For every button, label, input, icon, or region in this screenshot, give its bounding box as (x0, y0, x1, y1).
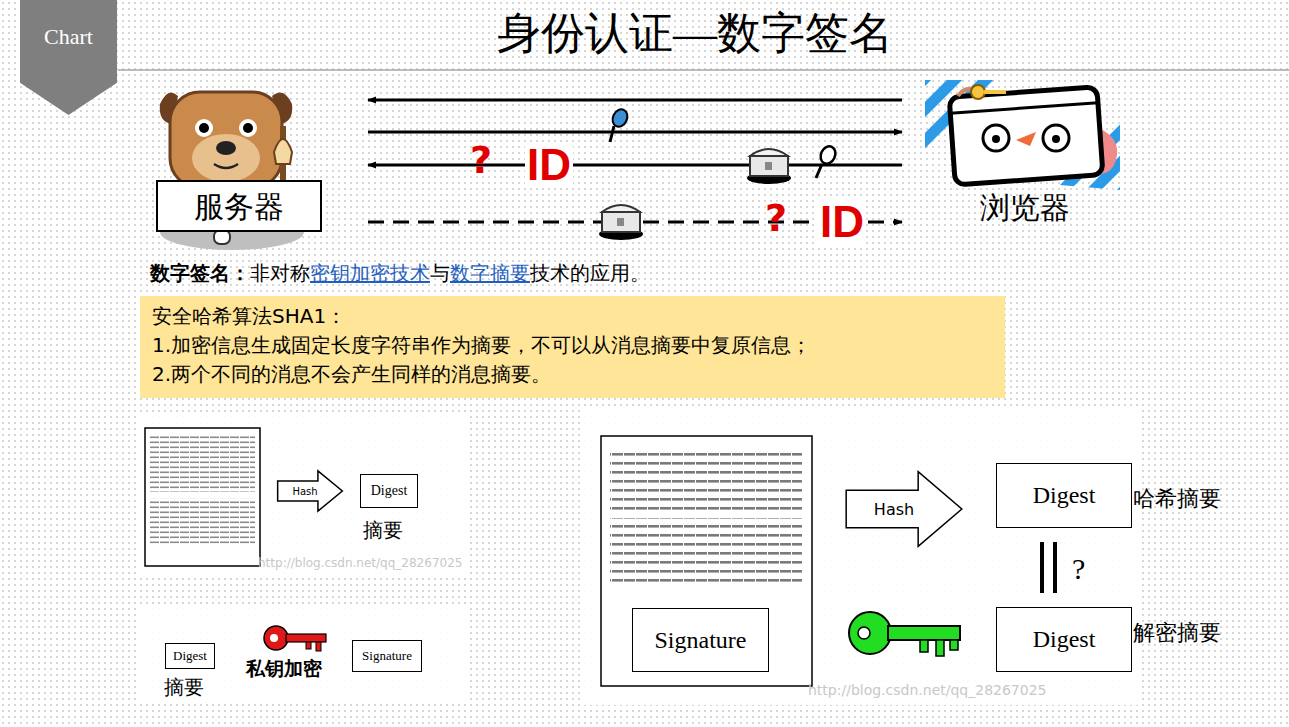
server-node: 服务器 (150, 85, 365, 245)
node-text: Chart (20, 24, 117, 50)
digest-box: Digest哈希摘要 (996, 463, 1132, 528)
link-text: 密钥加密技术 (310, 261, 430, 285)
definition-text: 非对称 (250, 261, 310, 285)
node-caption: 摘要 (164, 674, 204, 701)
panel (140, 608, 466, 702)
microphone-icon (816, 144, 838, 178)
edge-label: ID (818, 199, 866, 245)
digest-box: Digest摘要 (360, 474, 418, 508)
slide-title: 身份认证—数字签名 (300, 4, 1090, 64)
chest-icon (599, 205, 643, 240)
chest-icon (747, 149, 791, 184)
key-caption: 私钥加密 (246, 656, 322, 682)
link-text: 数字摘要 (450, 261, 530, 285)
public-key (849, 612, 960, 656)
panel (584, 410, 1142, 705)
definition-line: 数字签名：非对称密钥加密技术与数字摘要技术的应用。 (150, 260, 650, 287)
panel (140, 414, 466, 574)
node-text: Digest (173, 648, 207, 664)
watermark: http://blog.csdn.net/qq_28267025 (808, 682, 1047, 698)
node-caption: 哈希摘要 (1133, 484, 1221, 514)
node-text: Hash (292, 486, 317, 497)
browser-node: 浏览器 (905, 78, 1120, 230)
signature-box: Signature (352, 640, 422, 672)
hash-arrow: Hash (277, 470, 343, 512)
node-text: Digest (1033, 482, 1096, 509)
arrow-line (368, 131, 902, 134)
node-text: 安全哈希算法SHA1： (152, 302, 993, 331)
node-text: 服务器 (156, 180, 322, 232)
title-rule (118, 69, 1289, 71)
node-caption: 2.两个不同的消息不会产生同样的消息摘要。 (152, 360, 993, 389)
node-text: 浏览器 (955, 188, 1095, 229)
node-text: Digest (1033, 626, 1096, 653)
tab-outline (20, 0, 117, 115)
equality-bars (1042, 542, 1055, 593)
question-mark: ? (765, 196, 787, 240)
microphone-icon (610, 107, 630, 142)
arrow-outline (846, 472, 962, 547)
node-caption: 解密摘要 (1133, 618, 1221, 648)
definition-text: 技术的应用。 (530, 261, 650, 285)
node-text: Signature (655, 627, 747, 654)
node-caption: 摘要 (363, 517, 403, 544)
digest-box: Digest解密摘要 (996, 607, 1132, 672)
hash-arrow: Hash (845, 470, 963, 548)
tab-shape (20, 0, 117, 115)
definition-text: 与 (430, 261, 450, 285)
definition-text: 数字签名： (150, 261, 250, 285)
corner-tab: Chart (20, 0, 117, 115)
browser-window (925, 80, 1120, 190)
arrow-outline (278, 471, 343, 511)
signature-box: Signature (632, 608, 769, 672)
digest-box: Digest摘要 (165, 643, 215, 669)
note-box: 安全哈希算法SHA1：1.加密信息生成固定长度字符串作为摘要，不可以从消息摘要中… (140, 296, 1005, 398)
node-text: Hash (874, 500, 914, 519)
question-mark: ? (1072, 552, 1085, 586)
private-key (264, 626, 326, 651)
node-caption: 1.加密信息生成固定长度字符串作为摘要，不可以从消息摘要中复原信息； (152, 331, 993, 360)
node-text: Signature (362, 648, 412, 664)
arrow-line (368, 99, 902, 102)
document (601, 436, 812, 686)
question-mark: ? (470, 138, 492, 182)
edge-label: ID (525, 142, 573, 188)
document (145, 428, 260, 566)
watermark: http://blog.csdn.net/qq_28267025 (258, 556, 462, 570)
node-text: Digest (371, 483, 408, 499)
